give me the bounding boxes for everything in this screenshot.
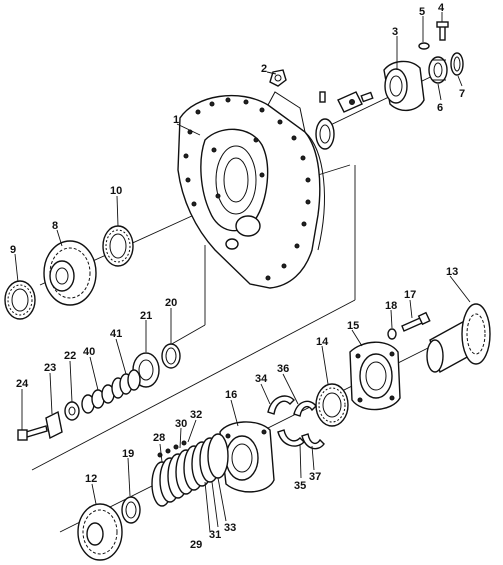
washer-part-5	[418, 42, 430, 50]
pinion-shaft-part-13	[426, 303, 491, 374]
callout-labels: 1 2 3 4 5 6 7 8 9 10 12 13 14 15 16 17 1…	[10, 2, 465, 551]
fitting-parts	[315, 91, 374, 150]
callout-12: 12	[85, 473, 97, 485]
callout-36: 36	[277, 363, 289, 375]
callout-24: 24	[16, 378, 29, 390]
callout-19: 19	[122, 448, 134, 460]
callout-7: 7	[459, 88, 465, 100]
bearing-part-10	[102, 225, 134, 267]
callout-21: 21	[140, 310, 152, 322]
gear-part-8	[43, 240, 97, 306]
callout-16: 16	[225, 389, 237, 401]
callout-31: 31	[209, 529, 221, 541]
housing-bolt-holes	[183, 97, 311, 281]
callout-4: 4	[438, 2, 445, 14]
callout-2: 2	[261, 63, 267, 75]
callout-3: 3	[392, 26, 398, 38]
callout-6: 6	[437, 102, 443, 114]
bolt-part-24	[17, 425, 48, 441]
callout-15: 15	[347, 320, 359, 332]
callout-22: 22	[64, 350, 76, 362]
leader-lines	[14, 12, 471, 533]
retainer-part-15	[349, 341, 401, 411]
snap-ring-part-20	[161, 343, 181, 369]
callout-14: 14	[316, 336, 329, 348]
callout-20: 20	[165, 297, 177, 309]
bearing-part-9	[4, 280, 36, 320]
snap-ring-part-19	[121, 496, 141, 524]
bolt-part-17	[401, 311, 431, 332]
callout-8: 8	[52, 220, 58, 232]
bolt-part-4	[436, 21, 449, 41]
segment-rings-parts-34-37	[267, 395, 325, 450]
callout-1: 1	[173, 114, 179, 126]
callout-23: 23	[44, 362, 56, 374]
washer-part-18	[387, 328, 397, 340]
callout-5: 5	[419, 6, 425, 18]
clutch-housing-part-16	[219, 421, 275, 493]
housing-plate-part-1	[177, 91, 325, 289]
bearing-part-14	[315, 383, 349, 427]
washer-part-22	[64, 401, 80, 421]
clutch-disc-pack	[151, 433, 229, 507]
callout-13: 13	[446, 266, 458, 278]
callout-18: 18	[385, 300, 397, 312]
callout-30: 30	[175, 418, 187, 430]
callout-33: 33	[224, 522, 236, 534]
nut-part-2	[269, 69, 287, 87]
bearing-cap-part-3	[383, 60, 425, 111]
callout-37: 37	[309, 471, 321, 483]
snap-ring-part-7	[450, 52, 464, 76]
spring-group-part-41	[111, 369, 141, 399]
bracket-part-23	[45, 410, 63, 440]
callout-40: 40	[83, 346, 95, 358]
gear-part-12	[77, 503, 123, 561]
callout-9: 9	[10, 244, 16, 256]
callout-35: 35	[294, 480, 306, 492]
callout-34: 34	[255, 373, 268, 385]
callout-17: 17	[404, 289, 416, 301]
callout-29: 29	[190, 539, 202, 551]
callout-32: 32	[190, 409, 202, 421]
callout-10: 10	[110, 185, 122, 197]
clutch-pins	[157, 440, 187, 458]
callout-41: 41	[110, 328, 122, 340]
bearing-part-6	[428, 56, 448, 84]
callout-28: 28	[153, 432, 165, 444]
